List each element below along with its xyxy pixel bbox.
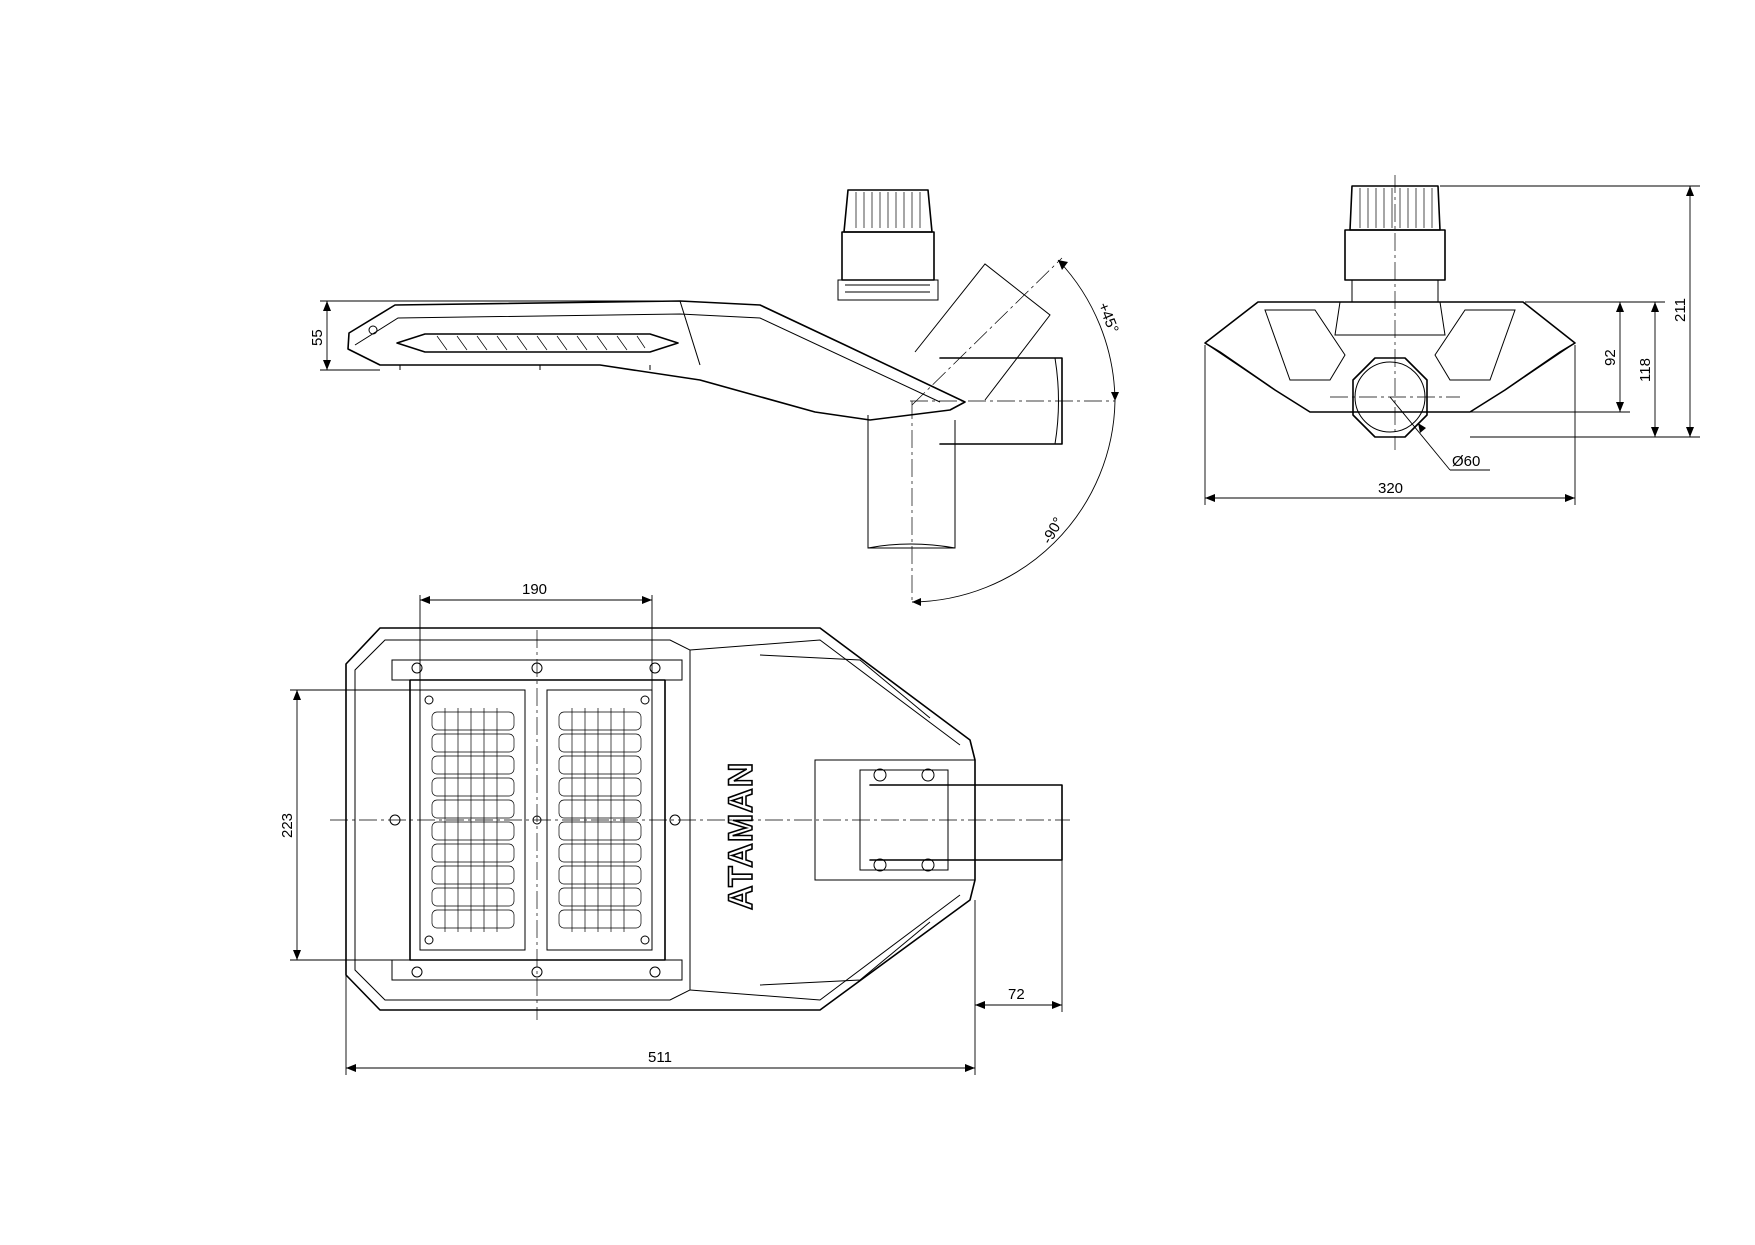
- angle-up-label: +45°: [1094, 300, 1122, 336]
- dim-module-height: 223: [279, 813, 296, 838]
- led-grid-left: [431, 708, 515, 932]
- angle-down-label: -90°: [1039, 515, 1068, 547]
- front-view: Ø60 320 211 118 92: [1204, 175, 1700, 505]
- dim-front-width: 320: [1378, 480, 1403, 497]
- dim-front-body-height: 118: [1637, 358, 1654, 382]
- top-view: ATAMAN 190 223 511 72: [279, 581, 1070, 1075]
- dim-module-width: 190: [522, 581, 547, 598]
- dim-pipe-diameter: Ø60: [1452, 453, 1480, 470]
- led-fins: [436, 335, 646, 351]
- dim-front-total-height: 211: [1672, 298, 1689, 322]
- side-view: +45° -90° 55: [309, 189, 1122, 606]
- dim-total-length: 511: [648, 1049, 672, 1066]
- nema-socket-side: [837, 189, 939, 301]
- dim-pipe-insertion: 72: [1008, 986, 1025, 1003]
- brand-logo-text: ATAMAN: [722, 762, 760, 910]
- dim-front-pipe-offset: 92: [1602, 349, 1619, 366]
- dim-side-height: 55: [309, 329, 326, 346]
